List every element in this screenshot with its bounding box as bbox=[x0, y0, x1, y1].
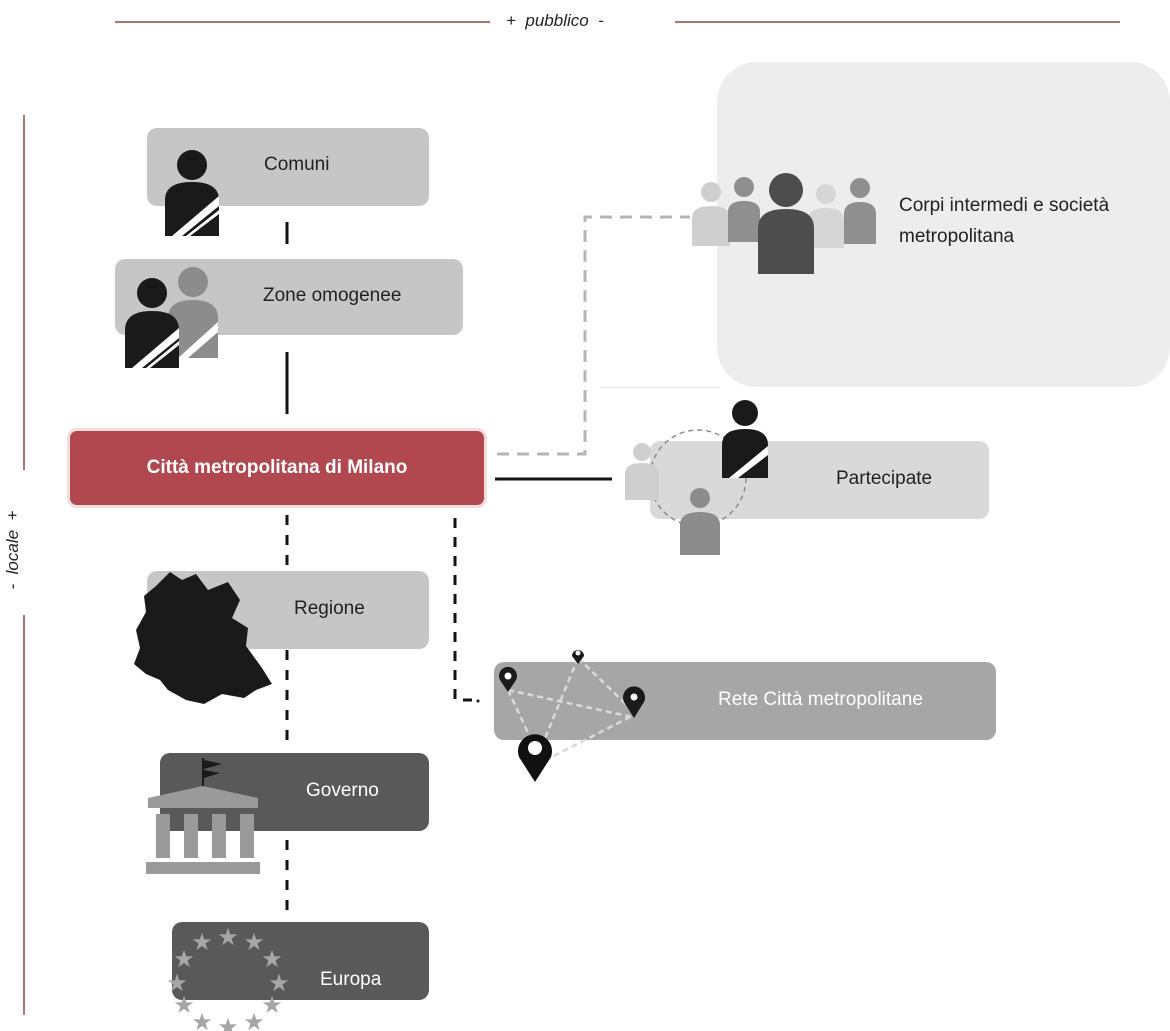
people-icon bbox=[125, 267, 218, 368]
europa-box: Europa bbox=[172, 922, 429, 1000]
regione-label: Regione bbox=[294, 598, 365, 619]
svg-text:★: ★ bbox=[217, 1013, 239, 1031]
connector-dot bbox=[476, 699, 480, 703]
svg-text:★: ★ bbox=[261, 991, 283, 1019]
person-icon bbox=[165, 150, 219, 236]
corpi-intermedi-label: Corpi intermedi e società metropolitana bbox=[899, 195, 1110, 247]
svg-text:★: ★ bbox=[243, 1008, 265, 1031]
partecipate-box: Partecipate bbox=[650, 441, 989, 519]
svg-text:★: ★ bbox=[268, 969, 290, 997]
citta-metropolitana-label: Città metropolitana di Milano bbox=[146, 457, 408, 478]
svg-text:★: ★ bbox=[191, 1008, 213, 1031]
svg-text:★: ★ bbox=[173, 991, 195, 1019]
connector-citta-rete bbox=[453, 518, 472, 702]
panel-divider bbox=[600, 387, 720, 388]
government-building-icon bbox=[146, 758, 260, 874]
map-pin-icon bbox=[499, 650, 646, 782]
crowd-icon bbox=[692, 173, 876, 274]
top-axis-label: + pubblico - bbox=[500, 11, 610, 31]
svg-text:★: ★ bbox=[261, 945, 283, 973]
connector-citta-corpi bbox=[497, 215, 690, 456]
partecipate-cluster-icon bbox=[625, 400, 768, 555]
eu-stars-icon: ★ ★ ★ ★ ★ ★ ★ ★ ★ ★ ★ ★ bbox=[166, 923, 290, 1031]
svg-text:★: ★ bbox=[217, 923, 239, 951]
lombardy-map-icon bbox=[134, 572, 272, 704]
svg-text:★: ★ bbox=[166, 969, 188, 997]
zone-omogenee-label: Zone omogenee bbox=[263, 285, 402, 306]
comuni-label: Comuni bbox=[264, 154, 330, 175]
rete-citta-box: Rete Città metropolitane bbox=[494, 662, 996, 740]
partecipate-label: Partecipate bbox=[836, 468, 933, 489]
svg-text:★: ★ bbox=[243, 928, 265, 956]
governo-label: Governo bbox=[306, 780, 379, 801]
citta-metropolitana-box: Città metropolitana di Milano bbox=[67, 428, 487, 508]
rete-citta-label: Rete Città metropolitane bbox=[718, 689, 923, 710]
europa-label: Europa bbox=[320, 969, 382, 990]
svg-text:★: ★ bbox=[191, 928, 213, 956]
svg-text:★: ★ bbox=[173, 945, 195, 973]
